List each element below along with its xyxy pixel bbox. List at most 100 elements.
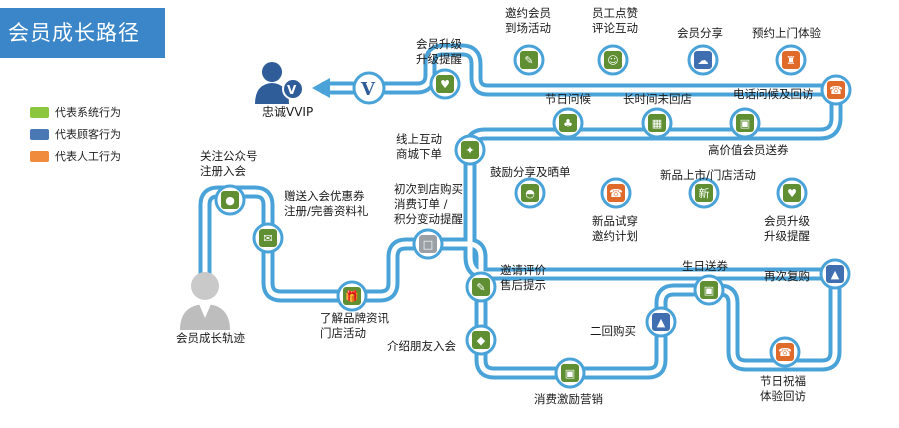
page-title: 会员成长路径 (0, 8, 165, 58)
node-label: 升级提醒 (416, 52, 462, 66)
node-label: 积分变动提醒 (394, 212, 463, 226)
node-phone-visit-icon (827, 81, 845, 99)
node-label: 高价值会员送券 (708, 143, 789, 157)
node-glyph: ♜ (786, 54, 796, 67)
node-first-buy-icon (419, 235, 437, 253)
node-glyph: ♥ (787, 187, 797, 200)
node-label: 评论互动 (592, 21, 638, 35)
node-label: 介绍朋友入会 (387, 339, 456, 353)
node-second-buy: ▲二回购买 (590, 306, 677, 338)
node-review-icon (472, 278, 490, 296)
node-glyph: ✦ (465, 144, 474, 157)
node-label: 新品上市/门店活动 (660, 168, 756, 182)
start-label: 会员成长轨迹 (176, 331, 245, 345)
node-label: 到场活动 (505, 21, 551, 35)
node-glyph: ✉ (263, 232, 272, 245)
node-glyph: 🎁 (345, 290, 359, 303)
legend-item-manual: 代表人工行为 (30, 145, 121, 167)
node-visit-exp: ♜预约上门体验 (752, 26, 821, 76)
node-long-time: ▦ 长时间未回店 (623, 92, 692, 139)
legend-item-customer: 代表顾客行为 (30, 123, 121, 145)
customer-swatch (30, 128, 49, 140)
node-label: 会员分享 (677, 26, 723, 40)
node-label: 长时间未回店 (623, 92, 692, 106)
node-glyph: ▣ (740, 117, 750, 130)
node-holiday-care-icon (776, 343, 794, 361)
node-incentive-icon (561, 364, 579, 382)
node-label: 再次复购 (764, 269, 810, 283)
node-label: 节日问候 (545, 92, 591, 106)
node-label: 节日祝福 (760, 374, 806, 388)
node-label: 会员升级 (416, 37, 462, 51)
node-label: 消费订单 / (394, 197, 448, 211)
nodes-layer: ●关注公众号注册入会✉赠送入会优惠券注册/完善资料礼🎁了解品牌资讯门店活动□初次… (200, 6, 852, 406)
node-glyph: 新 (699, 186, 710, 200)
node-upgrade-1-icon (783, 184, 801, 202)
node-staff-like-icon (604, 51, 622, 69)
node-label: 线上互动 (396, 132, 442, 146)
node-new-product-icon (695, 184, 713, 202)
node-holiday-greet: ♣ 节日问候 (545, 92, 591, 139)
node-label: 鼓励分享及晒单 (490, 165, 571, 179)
node-label: 售后提示 (500, 278, 546, 292)
node-glyph: ☎ (829, 84, 843, 97)
node-glyph: ☁ (698, 54, 709, 67)
node-glyph: ▦ (652, 117, 662, 130)
node-upgrade-2-icon (436, 75, 454, 93)
node-label: 初次到店购买 (394, 182, 463, 196)
node-label: 生日送券 (682, 259, 728, 273)
node-label: 升级提醒 (764, 229, 810, 243)
node-label: 邀约计划 (592, 229, 638, 243)
node-label: 注册入会 (200, 164, 246, 178)
node-brand-icon (343, 287, 361, 305)
node-label: 体验回访 (760, 389, 806, 403)
legend-label: 代表顾客行为 (55, 128, 121, 141)
node-glyph: ☎ (609, 187, 623, 200)
end-label: 忠诚VVIP (262, 105, 313, 119)
svg-text:V: V (360, 79, 376, 100)
node-glyph: ♣ (563, 117, 573, 130)
node-try-on-icon (607, 184, 625, 202)
node-birthday-icon (700, 281, 718, 299)
node-label: 关注公众号 (200, 149, 258, 163)
node-second-buy-icon (652, 313, 670, 331)
node-visit-exp-icon (782, 51, 800, 69)
node-holiday-greet-icon (559, 114, 577, 132)
member-avatar-icon (180, 272, 230, 330)
node-label: 商城下单 (396, 147, 442, 161)
node-refer: ◆介绍朋友入会 (387, 324, 497, 356)
legend: 代表系统行为 代表顾客行为 代表人工行为 (30, 101, 121, 167)
node-member-share-icon (694, 51, 712, 69)
system-swatch (30, 106, 49, 118)
node-glyph: ◓ (525, 187, 535, 200)
node-label: 邀约会员 (505, 6, 551, 20)
node-glyph: ▲ (657, 316, 666, 329)
node-refer-icon (472, 331, 490, 349)
node-label: 注册/完善资料礼 (284, 204, 369, 218)
arrow-head (312, 78, 330, 98)
node-gift-coupon: ▣ 高价值会员送券 (708, 107, 789, 157)
legend-label: 代表系统行为 (55, 106, 121, 119)
node-label: 会员升级 (764, 214, 810, 228)
node-glyph: ▲ (831, 268, 840, 281)
node-birthday: ▣生日送券 (682, 259, 728, 306)
node-label: 门店活动 (320, 326, 366, 340)
node-glyph: ✎ (524, 54, 533, 67)
svg-text:V: V (287, 83, 297, 97)
node-label: 电话问候及回访 (733, 87, 814, 101)
node-label: 赠送入会优惠券 (284, 189, 365, 203)
legend-label: 代表人工行为 (55, 150, 121, 163)
node-new-product: 新 新品上市/门店活动 (660, 168, 756, 209)
vip-avatar-icon: V (255, 62, 304, 104)
